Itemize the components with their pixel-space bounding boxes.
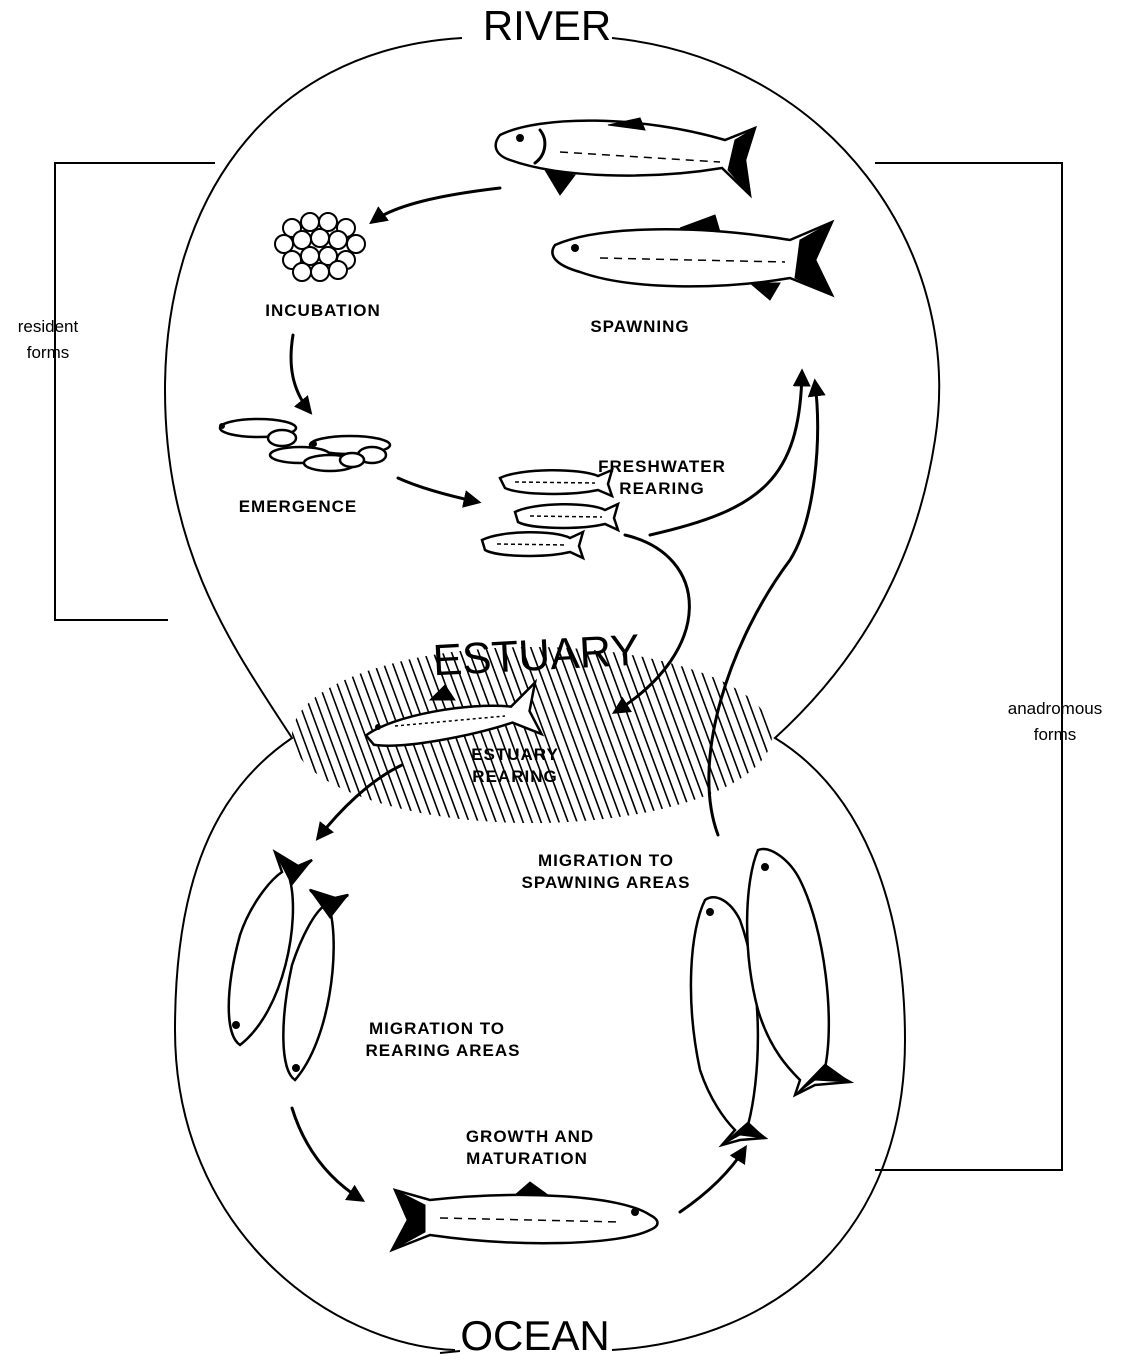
migration-rearing-label-line2: REARING AREAS	[366, 1041, 521, 1060]
resident-label-line1: resident	[18, 317, 79, 336]
freshwater-rearing-label-line1: FRESHWATER	[598, 457, 726, 476]
arrow-growth-to-return	[680, 1148, 745, 1212]
anadromous-label-line1: anadromous	[1008, 699, 1103, 718]
growth-label-line2: MATURATION	[466, 1149, 588, 1168]
migrating-juvenile-fish-left-icon	[229, 852, 348, 1080]
anadromous-label-line2: forms	[1034, 725, 1077, 744]
growth-label-line1: GROWTH AND	[466, 1127, 594, 1146]
spawning-male-fish-icon	[496, 118, 755, 195]
estuary-label: ESTUARY	[432, 626, 641, 686]
estuary-smolt-icon	[363, 682, 542, 749]
arrow-freshwater-to-spawning	[650, 372, 802, 535]
returning-adult-fish-icon	[691, 849, 850, 1145]
arrow-emergence-to-freshwater	[398, 478, 478, 502]
estuary-rearing-label-line1: ESTUARY	[471, 745, 559, 764]
maturing-fish-icon	[392, 1182, 658, 1250]
arrow-spawning-to-incubation	[372, 188, 500, 222]
alevins-icon	[219, 419, 390, 471]
migration-rearing-label-line1: MIGRATION TO	[369, 1019, 505, 1038]
arrow-return-to-river	[709, 382, 818, 835]
ocean-label: OCEAN	[460, 1312, 609, 1359]
migration-spawning-label-line2: SPAWNING AREAS	[522, 873, 691, 892]
arrow-incubation-to-emergence	[291, 335, 310, 412]
resident-label-line2: forms	[27, 343, 70, 362]
egg-cluster-icon	[275, 213, 365, 281]
ocean-left-stub	[440, 1351, 460, 1353]
spawning-label: SPAWNING	[590, 317, 689, 336]
freshwater-fry-icon	[482, 470, 618, 558]
anadromous-forms-bracket	[875, 163, 1062, 1170]
incubation-label: INCUBATION	[265, 301, 380, 320]
migration-spawning-label-line1: MIGRATION TO	[538, 851, 674, 870]
river-label: RIVER	[483, 2, 611, 49]
estuary-rearing-label-line2: REARING	[472, 767, 557, 786]
freshwater-rearing-label-line2: REARING	[619, 479, 704, 498]
arrow-rearing-to-growth	[292, 1108, 362, 1200]
emergence-label: EMERGENCE	[239, 497, 358, 516]
spawning-female-fish-icon	[552, 215, 832, 300]
